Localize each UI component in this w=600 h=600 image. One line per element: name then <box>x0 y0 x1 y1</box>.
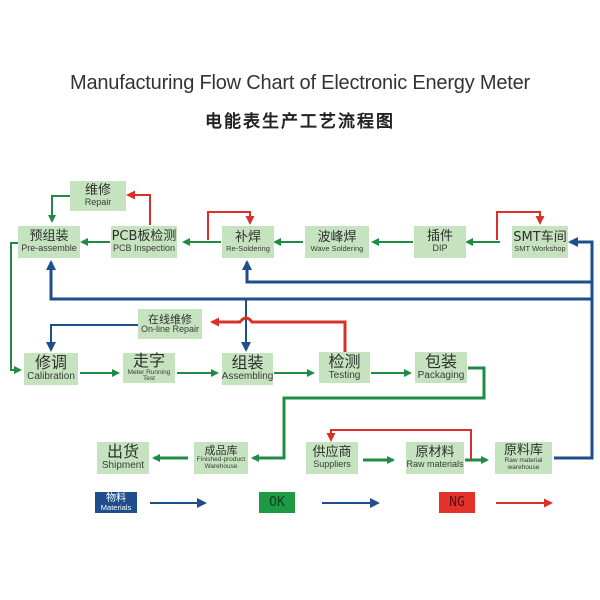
node-repair-en: Repair <box>84 197 112 208</box>
ng-smt-loop <box>496 211 545 240</box>
node-wave-soldering-zh: 波峰焊 <box>317 230 357 246</box>
node-raw-materials-en: Raw materials <box>406 459 464 470</box>
node-pcb-inspection-en: PCB Inspection <box>112 243 176 254</box>
node-wave-soldering: 波峰焊 Wave Soldering <box>305 226 369 258</box>
node-raw-materials-zh: 原材料 <box>415 445 455 461</box>
node-shipment-zh: 出货 <box>106 442 139 462</box>
node-meter-running-test-en: Meter Running Test <box>127 368 171 383</box>
node-packaging-zh: 包装 <box>424 351 457 371</box>
node-online-repair-zh: 在线维修 <box>148 312 192 326</box>
node-finished-warehouse-en1: Finished-product <box>196 455 246 463</box>
node-dip-en: DIP <box>432 243 448 254</box>
node-smt-workshop-zh: SMT车间 <box>513 230 567 246</box>
node-pre-assemble: 预组装 Pre-assemble <box>18 226 80 258</box>
node-smt-workshop-en: SMT Workshop <box>514 243 566 253</box>
legend-materials-en: Materials <box>100 502 132 512</box>
flow-packaging-to-warehouse <box>251 366 486 462</box>
node-pcb-inspection: PCB板检测 PCB Inspection <box>111 226 177 258</box>
node-finished-product-warehouse: 成品库 Finished-product Warehouse <box>194 442 248 474</box>
legend-materials-zh: 物料 <box>106 492 126 504</box>
node-assembling-en: Assembling <box>221 371 274 383</box>
node-packaging: 包装 Packaging <box>415 352 467 383</box>
node-suppliers-en: Suppliers <box>313 459 351 470</box>
node-re-soldering-zh: 补焊 <box>234 230 261 246</box>
flow-repair-to-preassemble <box>48 195 70 223</box>
node-online-repair: 在线维修 On-line Repair <box>138 309 202 339</box>
node-online-repair-en: On-line Repair <box>140 324 200 335</box>
node-repair: 维修 Repair <box>70 181 126 211</box>
node-pre-assemble-en: Pre-assemble <box>21 243 77 254</box>
node-repair-zh: 维修 <box>84 183 111 199</box>
node-raw-material-warehouse: 原料库 Raw material warehouse <box>495 442 552 474</box>
ng-resolder-loop <box>207 211 255 240</box>
node-suppliers-zh: 供应商 <box>312 445 352 461</box>
node-suppliers: 供应商 Suppliers <box>306 442 358 474</box>
flow-preassemble-to-calibration <box>10 242 22 374</box>
materials-to-resolder <box>242 260 592 284</box>
node-testing-zh: 检测 <box>328 351 361 371</box>
node-assembling: 组装 Assembling <box>222 353 273 385</box>
legend-materials: 物料 Materials <box>95 492 137 513</box>
node-raw-warehouse-en2: warehouse <box>507 463 540 471</box>
chart-title-english: Manufacturing Flow Chart of Electronic E… <box>70 72 530 94</box>
node-finished-warehouse-en2: Warehouse <box>204 462 238 470</box>
node-assembling-zh: 组装 <box>231 353 264 373</box>
node-meter-running-test: 走字 Meter Running Test <box>123 350 175 383</box>
chart-title-chinese: 电能表生产工艺流程图 <box>205 112 395 132</box>
node-pre-assemble-zh: 预组装 <box>29 229 69 245</box>
node-calibration-zh: 修调 <box>34 353 67 373</box>
materials-to-smt <box>554 237 594 460</box>
node-smt-workshop: SMT车间 SMT Workshop <box>512 226 568 258</box>
legend-ok: OK <box>259 492 295 513</box>
materials-to-preassemble <box>46 260 592 301</box>
legend-ng: NG <box>439 492 475 513</box>
node-shipment: 出货 Shipment <box>97 442 149 474</box>
node-testing-en: Testing <box>328 369 361 381</box>
node-re-soldering: 补焊 Re-Soldering <box>222 226 274 258</box>
ng-testing-to-online-repair <box>210 316 347 352</box>
online-repair-to-calibration <box>46 324 138 352</box>
node-packaging-en: Packaging <box>417 369 465 381</box>
node-dip-zh: 插件 <box>426 229 453 245</box>
ng-pcb-to-repair <box>126 190 151 225</box>
node-raw-materials: 原材料 Raw materials <box>406 442 464 474</box>
node-re-soldering-en: Re-Soldering <box>226 243 270 253</box>
node-dip: 插件 DIP <box>414 226 466 258</box>
node-shipment-en: Shipment <box>101 460 145 472</box>
node-testing: 检测 Testing <box>319 352 370 383</box>
node-meter-running-test-zh: 走字 <box>132 350 165 370</box>
node-raw-warehouse-en1: Raw material <box>504 457 543 464</box>
node-pcb-inspection-zh: PCB板检测 <box>111 229 177 245</box>
ng-raw-to-suppliers <box>326 429 472 460</box>
node-calibration-en: Calibration <box>27 371 75 383</box>
node-raw-warehouse-zh: 原料库 <box>503 443 543 459</box>
node-calibration: 修调 Calibration <box>24 353 78 385</box>
node-wave-soldering-en: Wave Soldering <box>310 243 364 253</box>
node-finished-warehouse-zh: 成品库 <box>204 444 238 458</box>
